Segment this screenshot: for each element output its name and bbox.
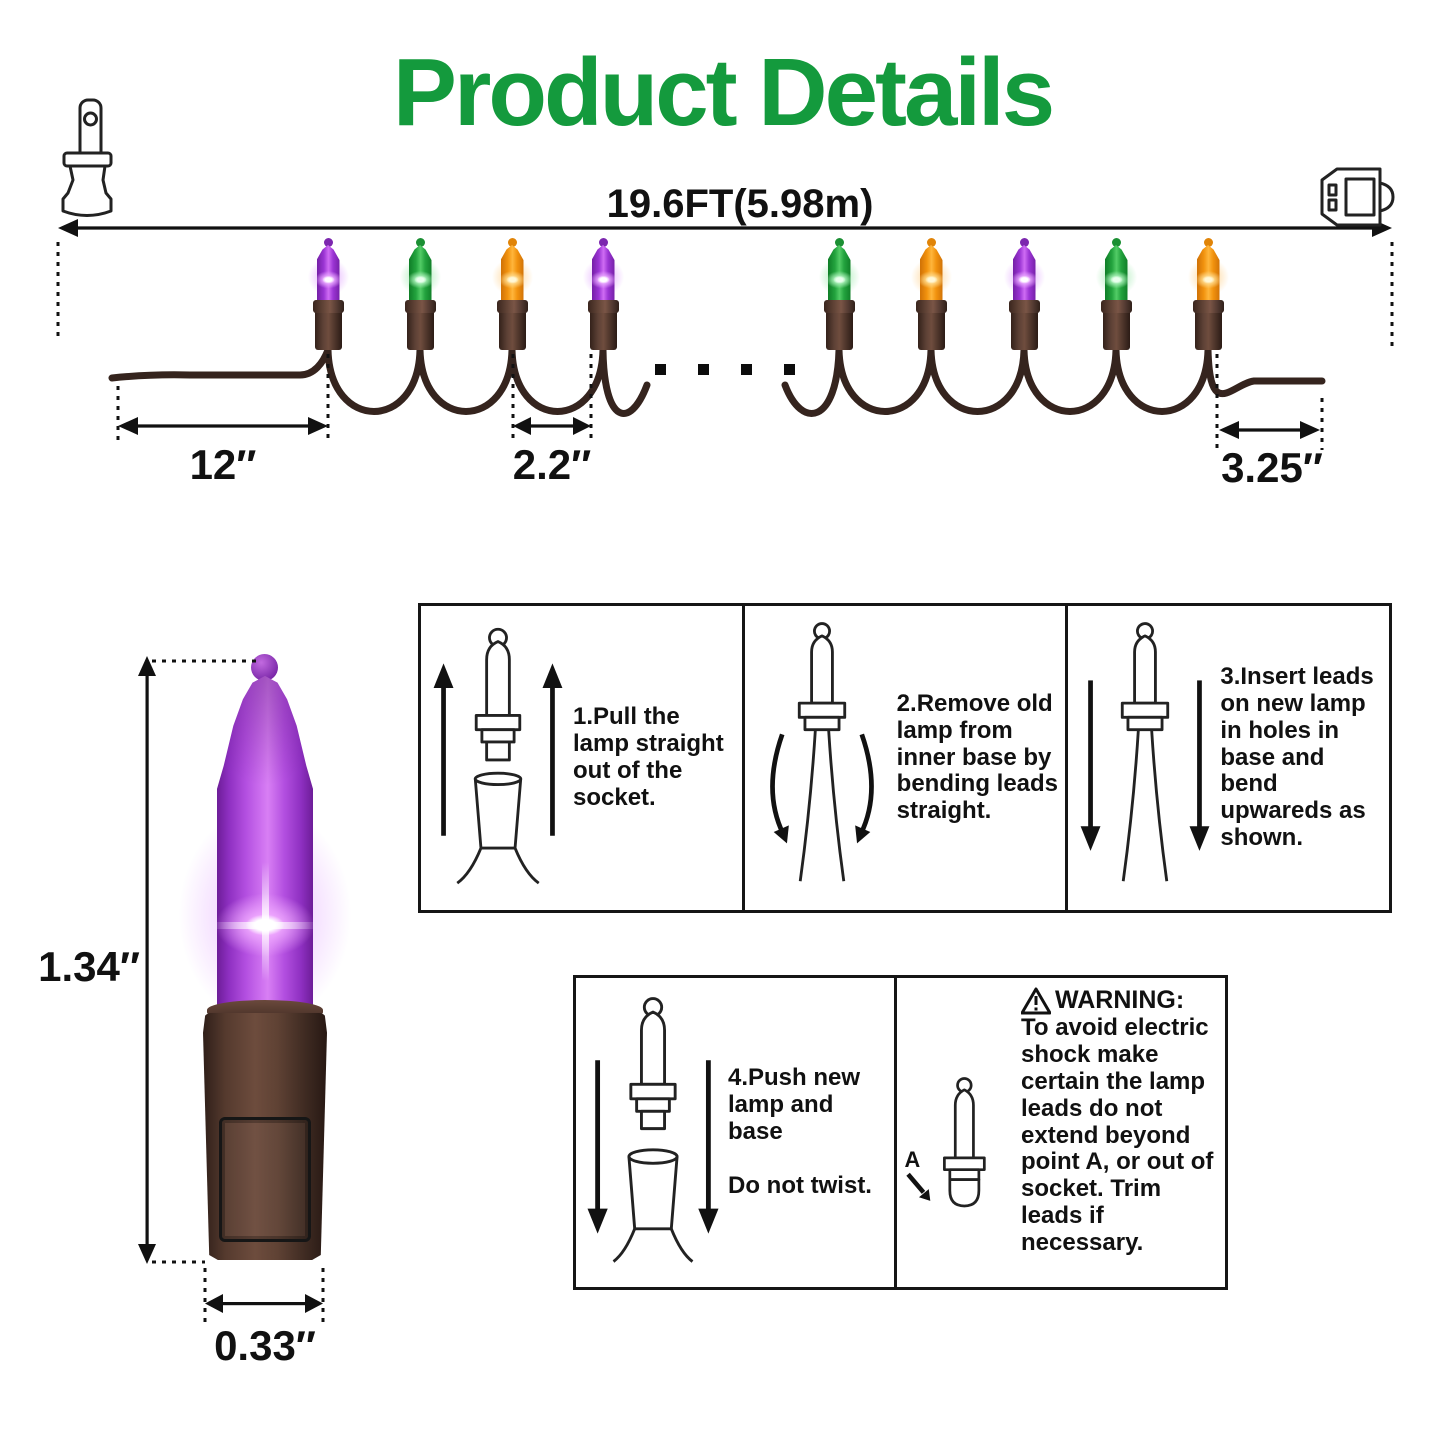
bulb-glass (316, 245, 340, 301)
bulb-socket (312, 300, 344, 350)
bulb-glass (500, 245, 524, 301)
bulb-width-label: 0.33″ (214, 1322, 316, 1369)
string-bulb-orange (903, 238, 959, 352)
bulb-tip (926, 238, 936, 247)
bulb-tip (507, 238, 517, 247)
step-3-panel: 3.Insert leads on new lamp in holes in b… (1065, 603, 1393, 913)
warning-body: To avoid electric shock make certain the… (1021, 1014, 1214, 1256)
bulb-tip (598, 238, 608, 247)
step-2-panel: 2.Remove old lamp from inner base by ben… (741, 603, 1069, 913)
bulb-glass (1196, 245, 1220, 301)
warning-icon (1021, 987, 1051, 1014)
bulb-socket (915, 300, 947, 350)
bulb-glass (827, 245, 851, 301)
bulb-glass (1104, 245, 1128, 301)
down-arrows (587, 1060, 719, 1234)
up-arrows (433, 663, 563, 836)
instructions-row-2: 4.Push new lamp and base Do not twist. A (573, 975, 1228, 1290)
bulb-socket (1008, 300, 1040, 350)
separator-dot (741, 364, 752, 375)
string-bulb-orange (1180, 238, 1236, 352)
bend-leads-diagram (769, 622, 874, 882)
string-bulb-purple (575, 238, 631, 352)
string-bulbs-layer (0, 0, 1445, 530)
total-length-label: 19.6FT(5.98m) (606, 182, 874, 226)
bulb-socket (496, 300, 528, 350)
pull-lamp-diagram (433, 627, 563, 885)
bulb-tip (834, 238, 844, 247)
warning-textblock: WARNING: To avoid electric shock make ce… (1021, 986, 1221, 1257)
step-1-text: 1.Pull the lamp straight out of the sock… (573, 703, 724, 811)
bulb-height-label: 1.34″ (38, 943, 140, 990)
insert-leads-diagram (1080, 622, 1210, 882)
page-title: Product Details (392, 39, 1055, 146)
separator-dot (784, 364, 795, 375)
string-bulb-green (392, 238, 448, 352)
big-bulb-base (203, 1013, 327, 1260)
bulb-socket (1192, 300, 1224, 350)
bulb-tip (415, 238, 425, 247)
end-spacing-label: 3.25″ (1221, 444, 1323, 491)
step-4-line2: Do not twist. (728, 1172, 872, 1200)
step-4-line1: 4.Push new lamp and base (728, 1063, 861, 1145)
plug-spacing-label: 12″ (189, 441, 257, 488)
bulb-glass (408, 245, 432, 301)
point-a-diagram: A (904, 1077, 986, 1208)
push-lamp-diagram (587, 997, 719, 1263)
step-4-text: 4.Push new lamp and base Do not twist. (728, 1063, 892, 1201)
bulb-glass (1012, 245, 1036, 301)
big-bulb-glass (217, 676, 313, 1008)
step-1-panel: 1.Pull the lamp straight out of the sock… (418, 603, 745, 913)
bulb-tip (1019, 238, 1029, 247)
bulb-glass (919, 245, 943, 301)
bulb-socket (823, 300, 855, 350)
point-a-label: A (904, 1147, 920, 1172)
down-arrows (1080, 680, 1210, 851)
step-3-text: 3.Insert leads on new lamp in holes in b… (1220, 662, 1374, 852)
instructions-row-1: 1.Pull the lamp straight out of the sock… (418, 603, 1393, 913)
bulb-spacing-label: 2.2″ (512, 441, 592, 488)
string-bulb-green (1088, 238, 1144, 352)
bulb-tip (1203, 238, 1213, 247)
string-bulb-green (811, 238, 867, 352)
bulb-socket (587, 300, 619, 350)
string-bulb-orange (484, 238, 540, 352)
curved-arrows (769, 733, 874, 844)
step-2-text: 2.Remove old lamp from inner base by ben… (896, 689, 1059, 825)
step-4-panel: 4.Push new lamp and base Do not twist. (573, 975, 897, 1290)
bulb-socket (404, 300, 436, 350)
separator-dot (698, 364, 709, 375)
string-bulb-purple (300, 238, 356, 352)
warning-title: WARNING: (1055, 986, 1185, 1014)
bulb-glass (591, 245, 615, 301)
separator-dot (655, 364, 666, 375)
bulb-tip (1111, 238, 1121, 247)
warning-panel: A WARNING: To avoid electric shock make … (894, 975, 1228, 1290)
bulb-tip (323, 238, 333, 247)
bulb-socket (1100, 300, 1132, 350)
string-bulb-purple (996, 238, 1052, 352)
